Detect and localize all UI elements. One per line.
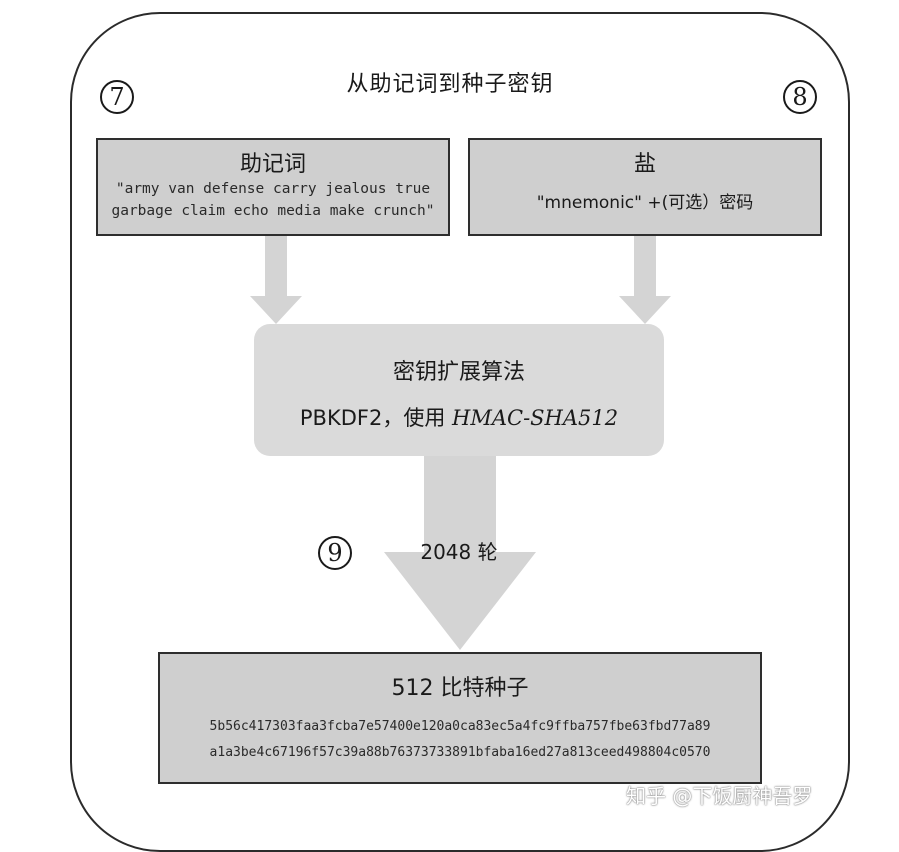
seed-box: 512 比特种子 5b56c417303faa3fcba7e57400e120a…	[158, 652, 762, 784]
arrow-mnemonic-to-kdf	[250, 236, 302, 324]
step-8-marker: 8	[783, 80, 817, 114]
kdf-algorithm: HMAC-SHA512	[452, 406, 619, 430]
rounds-label: 2048 轮	[420, 540, 498, 564]
seed-hex-line1: 5b56c417303faa3fcba7e57400e120a0ca83ec5a…	[209, 719, 711, 734]
arrow-salt-to-kdf	[619, 236, 671, 324]
key-stretching-box: 密钥扩展算法 PBKDF2，使用 HMAC-SHA512	[254, 324, 664, 456]
kdf-subtitle-prefix: PBKDF2，使用	[299, 406, 446, 430]
mnemonic-box: 助记词 "army van defense carry jealous true…	[96, 138, 450, 236]
step-7-marker: 7	[100, 80, 134, 114]
mnemonic-words-line1: "army van defense carry jealous true	[115, 181, 431, 197]
watermark: 知乎 @下饭厨神吾罗	[626, 784, 813, 808]
seed-heading: 512 比特种子	[391, 676, 529, 701]
flow-arrows	[250, 236, 671, 650]
seed-hex-line2: a1a3be4c67196f57c39a88b76373733891bfaba1…	[209, 745, 711, 760]
salt-heading: 盐	[633, 152, 656, 177]
kdf-subtitle: PBKDF2，使用 HMAC-SHA512	[254, 402, 664, 432]
salt-box: 盐 "mnemonic" +(可选）密码	[468, 138, 822, 236]
mnemonic-words-line2: garbage claim echo media make crunch"	[111, 203, 435, 219]
mnemonic-heading: 助记词	[239, 152, 306, 177]
step-9-marker: 9	[318, 536, 352, 570]
salt-text: "mnemonic" +(可选）密码	[536, 193, 754, 213]
arrow-kdf-to-seed	[384, 456, 536, 650]
kdf-heading: 密钥扩展算法	[392, 360, 525, 385]
diagram-title: 从助记词到种子密钥	[346, 72, 554, 97]
